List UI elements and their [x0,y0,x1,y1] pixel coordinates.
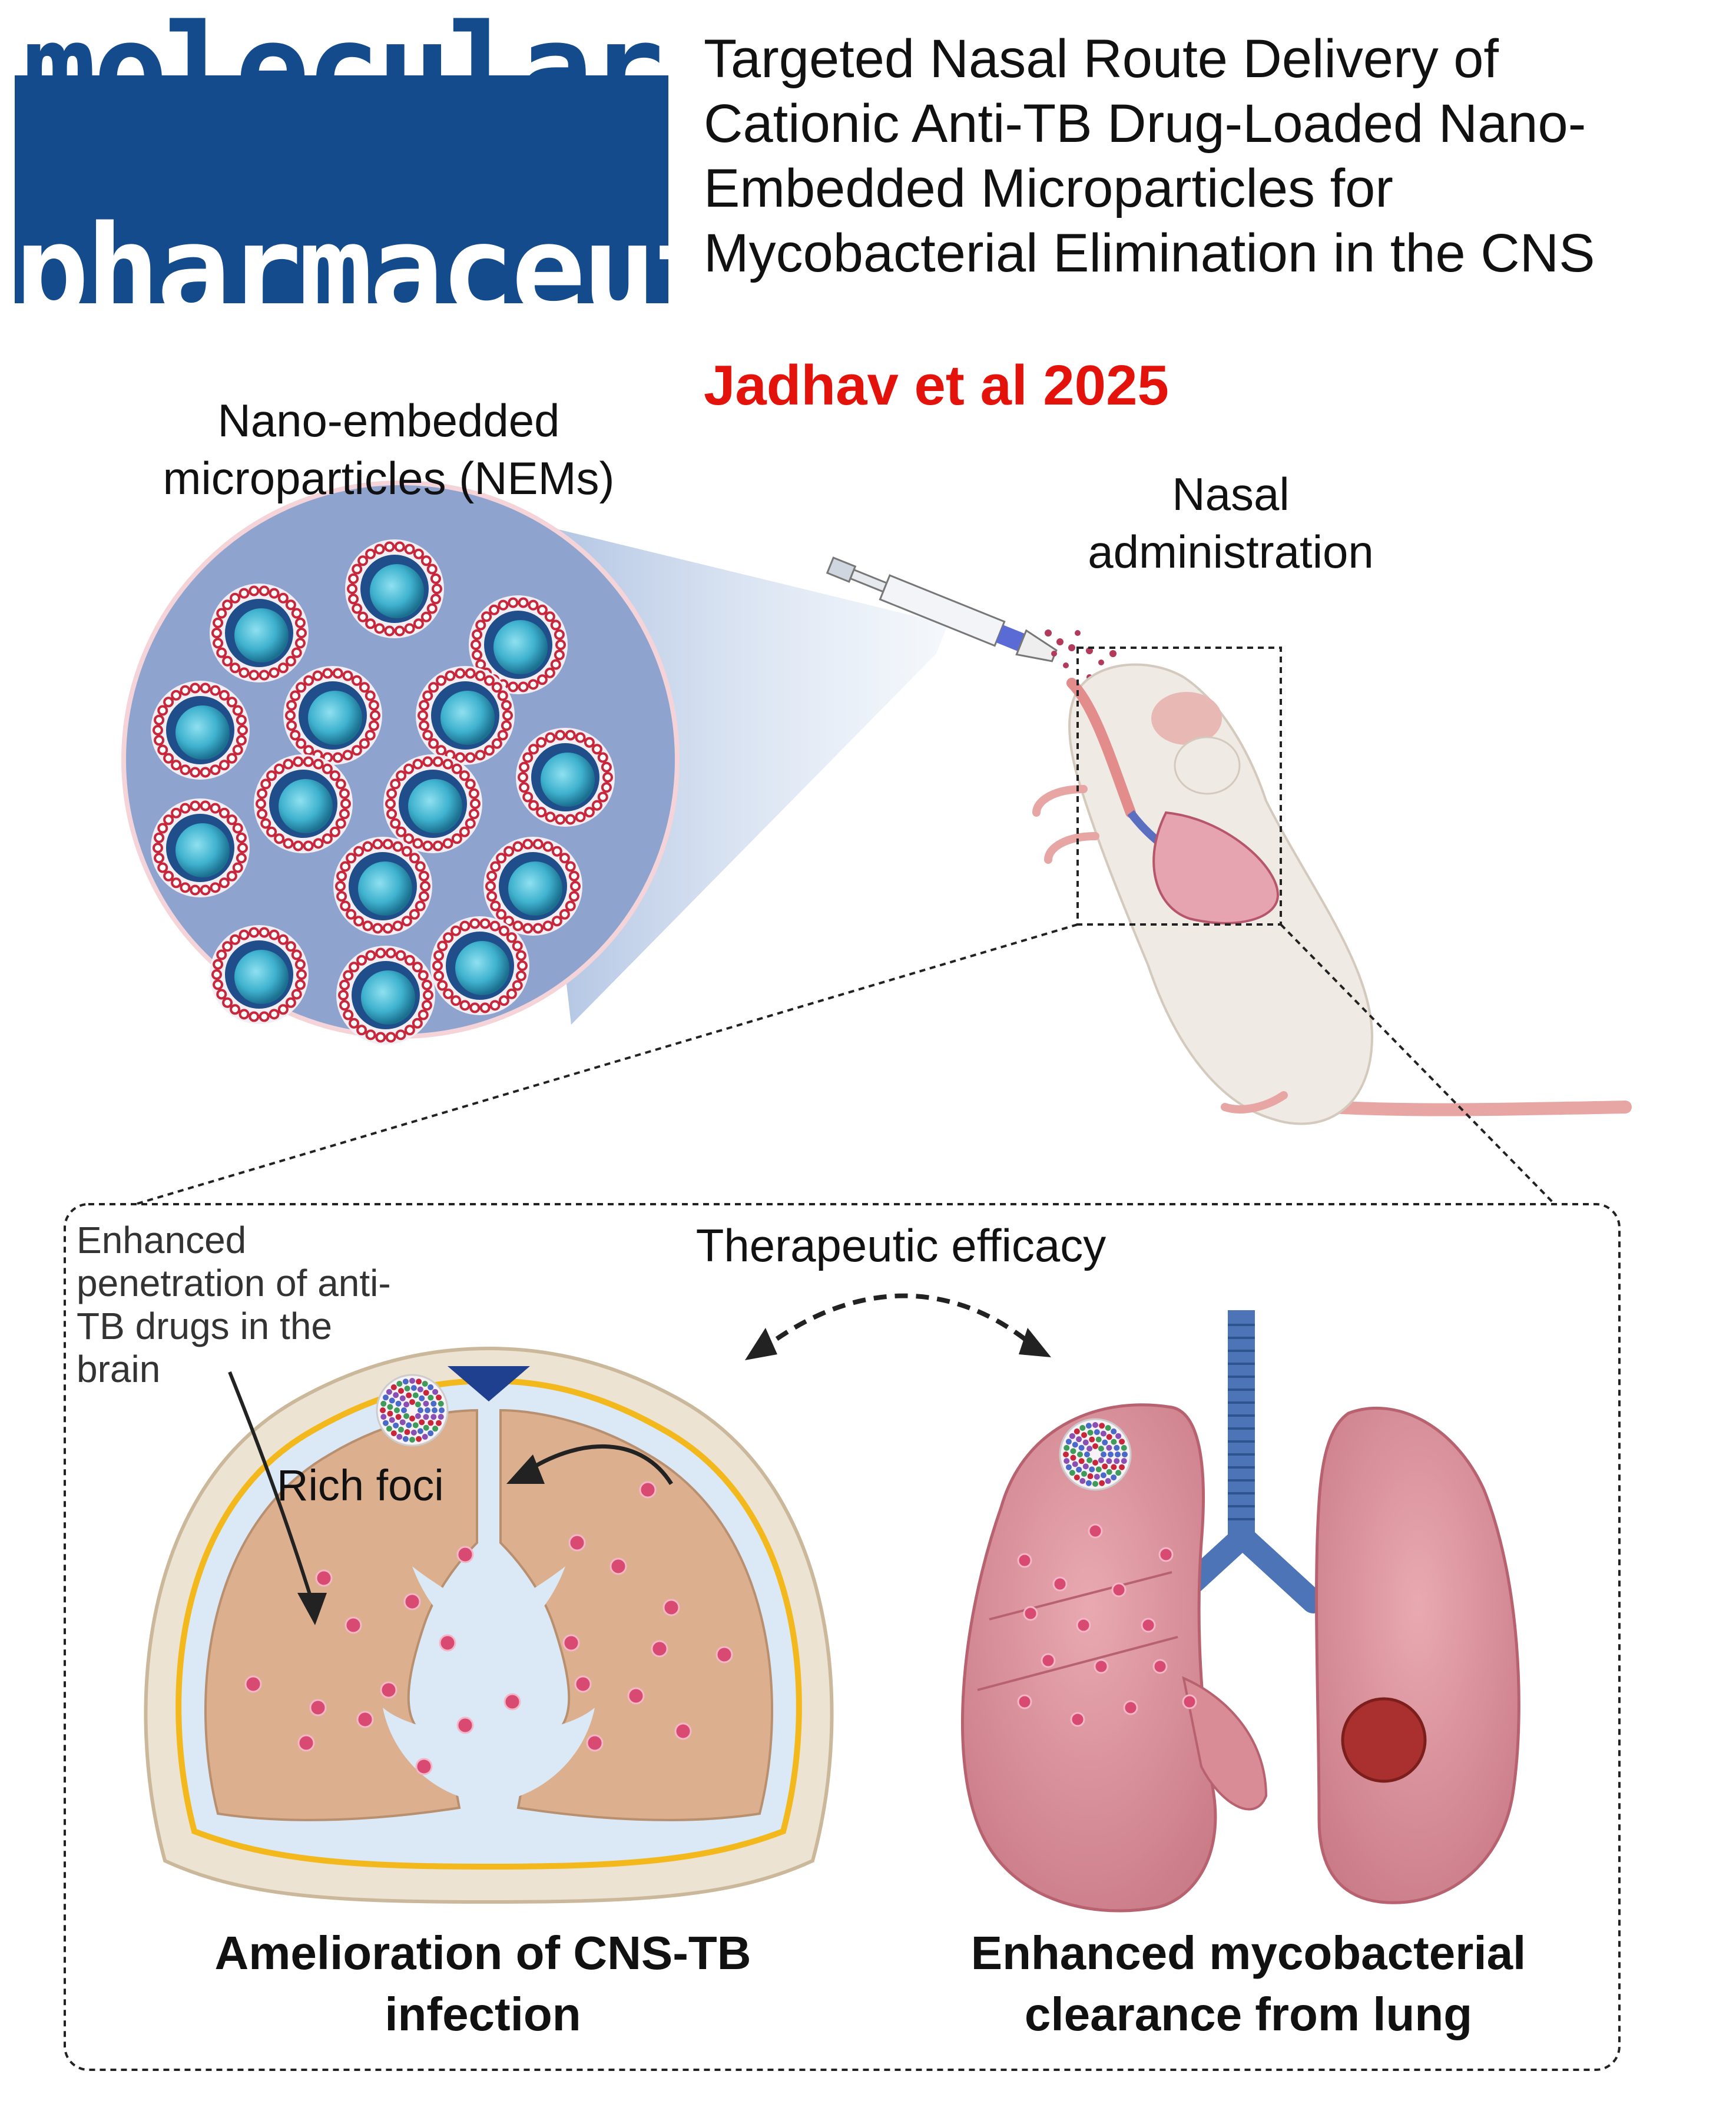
brain-particle [376,1374,449,1447]
infection-focus [1076,1618,1091,1633]
infection-focus [568,1534,586,1552]
infection-focus [315,1569,333,1587]
brain-outcome-label: Amelioration of CNS-TB infection [165,1923,801,2045]
infection-focus [1088,1523,1103,1539]
infection-focus [456,1546,474,1563]
journal-logo-top: molecular [15,8,668,131]
infection-focus [574,1675,592,1693]
infection-focus [639,1481,657,1499]
infection-focus [609,1557,627,1575]
infection-focus [1094,1659,1109,1674]
paper-title: Targeted Nasal Route Delivery of Cationi… [704,26,1717,286]
lung-outcome-label: Enhanced mycobacterial clearance from lu… [925,1923,1572,2045]
nem-particle [345,539,444,638]
infection-focus [627,1687,645,1705]
journal-logo-line1: molecular [22,0,664,141]
infection-focus [1152,1659,1168,1674]
infection-focus [1041,1653,1056,1668]
infection-focus [1182,1694,1197,1709]
nasal-administration-label: Nasal administration [1031,465,1431,581]
penetration-arrow [228,1371,314,1602]
infection-focus [1017,1694,1032,1709]
infection-focus [456,1716,474,1734]
infection-focus [344,1616,362,1634]
nem-particle [430,916,529,1015]
brain-outcome-line1: Amelioration of CNS-TB [214,1927,751,1979]
lung-foci [1017,1523,1197,1727]
nem-label-line1: Nano-embedded [217,395,560,446]
title-line-2: Cationic Anti-TB Drug-Loaded Nano- [704,94,1586,154]
citation: Jadhav et al 2025 [704,354,1169,417]
highlight-box [1076,647,1282,926]
nem-particle [416,666,515,765]
lung-outcome-line2: clearance from lung [1024,1988,1473,2040]
nem-particle [151,681,250,780]
infection-focus [1111,1582,1127,1598]
penetration-line2: penetration of anti- [77,1262,391,1304]
tb-lesion [1341,1697,1427,1783]
infection-focus [503,1693,521,1711]
rat-illustration [1032,663,1632,1125]
nem-particle [516,728,615,827]
nem-particle [383,754,482,853]
nasal-label-line1: Nasal [1172,468,1290,520]
nem-particle [210,925,309,1024]
nem-particle [333,837,432,936]
nem-particle [336,946,435,1045]
infection-focus [586,1734,604,1752]
infection-focus [309,1699,327,1716]
infection-focus [356,1711,374,1728]
nem-particle [283,666,382,765]
nem-label-line2: microparticles (NEMs) [163,452,615,504]
nasal-label-line2: administration [1088,526,1374,578]
nem-particle [151,798,250,897]
nem-particle [483,837,582,936]
infection-focus [715,1646,733,1663]
title-line-4: Mycobacterial Elimination in the CNS [704,223,1595,283]
infection-focus [415,1758,433,1775]
infection-focus [1123,1700,1138,1715]
infection-focus [1052,1576,1068,1592]
title-line-1: Targeted Nasal Route Delivery of [704,29,1499,89]
infection-focus [380,1681,397,1699]
brain-foci [244,1481,733,1775]
rich-foci-label: Rich foci [277,1461,444,1510]
double-arrow [758,1293,1038,1354]
nem-particle [210,584,309,682]
nem-particle [469,595,568,694]
penetration-label: Enhanced penetration of anti- TB drugs i… [77,1219,453,1391]
therapeutic-efficacy-label: Therapeutic efficacy [695,1219,1106,1271]
lung-illustration [960,1310,1520,1913]
infection-focus [439,1634,456,1652]
brain-outcome-line2: infection [385,1988,581,2040]
infection-focus [403,1593,421,1610]
infection-focus [674,1722,692,1740]
penetration-line1: Enhanced [77,1219,247,1261]
efficacy-panel [64,1203,1621,2071]
title-line-3: Embedded Microparticles for [704,158,1393,218]
infection-focus [662,1599,680,1616]
syringe-icon [826,556,1058,662]
nem-particle [254,754,353,853]
nem-label: Nano-embedded microparticles (NEMs) [100,392,677,507]
rich-foci-arrow [529,1444,673,1485]
infection-focus [1158,1547,1174,1562]
nem-particles [151,539,615,1045]
infection-focus [297,1734,315,1752]
infection-focus [651,1640,668,1658]
infection-focus [1141,1618,1156,1633]
infection-focus [1023,1606,1038,1621]
lung-outcome-line1: Enhanced mycobacterial [970,1927,1526,1979]
infection-focus [1070,1712,1085,1727]
lung-particle [1059,1418,1132,1491]
infection-focus [1017,1553,1032,1568]
penetration-line4: brain [77,1348,161,1390]
penetration-line3: TB drugs in the [77,1305,332,1347]
infection-focus [244,1675,262,1693]
infection-focus [562,1634,580,1652]
brain-illustration [144,1346,834,1904]
